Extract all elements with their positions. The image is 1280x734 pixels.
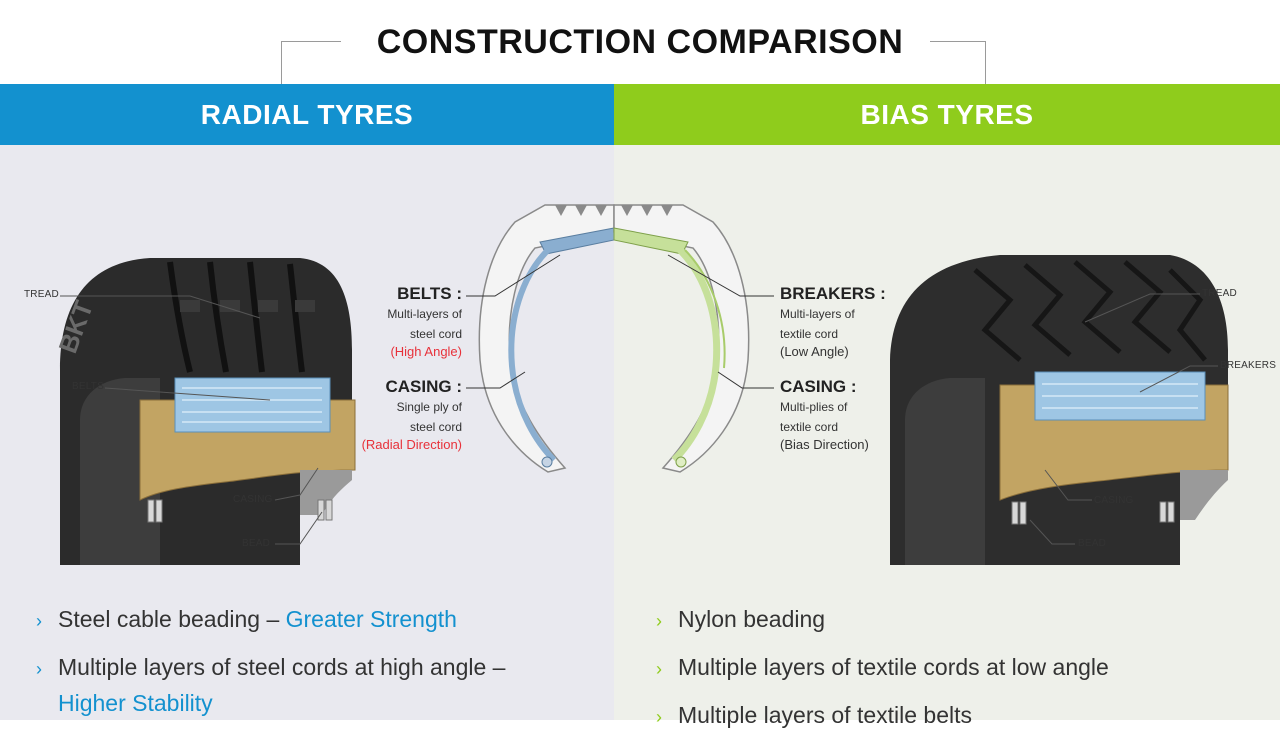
radial-bead-label: BEAD — [242, 538, 271, 549]
bias-casing-title: CASING : — [780, 377, 857, 396]
bias-bullet-3: › Multiple layers of textile belts — [656, 698, 1256, 734]
page-title: CONSTRUCTION COMPARISON — [0, 20, 1280, 64]
radial-bullet-2-highlight: Higher Stability — [58, 690, 213, 716]
radial-tread-label: TREAD — [24, 289, 59, 300]
bias-tread-label: TREAD — [1202, 288, 1237, 299]
radial-casing-direction: (Radial Direction) — [361, 437, 462, 452]
radial-tyre-image: BKT — [52, 258, 356, 565]
bias-heading: BIAS TYRES — [614, 84, 1280, 145]
radial-belts-line1: Multi-layers of — [387, 307, 462, 321]
radial-heading: RADIAL TYRES — [0, 84, 614, 145]
radial-bullet-1-highlight: Greater Strength — [285, 606, 457, 632]
title-bracket-right-horizontal — [930, 41, 986, 42]
bias-breakers-angle: (Low Angle) — [780, 344, 849, 359]
chevron-right-icon: › — [656, 611, 662, 631]
radial-belts-label: BELTS — [72, 381, 104, 392]
bias-bullet-2-text: Multiple layers of textile cords at low … — [678, 654, 1109, 680]
bias-bullet-list: › Nylon beading › Multiple layers of texti… — [656, 602, 1256, 734]
radial-casing-line2: steel cord — [409, 420, 462, 434]
title-bracket-left-horizontal — [281, 41, 341, 42]
bias-casing-line1: Multi-plies of — [780, 400, 848, 414]
chevron-right-icon: › — [656, 659, 662, 679]
radial-bullet-2-text: Multiple layers of steel cords at high a… — [58, 654, 506, 680]
bias-bead-label: BEAD — [1078, 538, 1107, 549]
tyre-illustrations: BKT — [52, 204, 1229, 565]
radial-belts-angle: (High Angle) — [390, 344, 462, 359]
bias-casing-label: CASING — [1094, 495, 1134, 506]
bias-cross-section — [613, 204, 774, 473]
radial-bullet-2-continuation: Higher Stability — [36, 686, 596, 720]
bias-casing-direction: (Bias Direction) — [780, 437, 869, 452]
bias-bullet-3-text: Multiple layers of textile belts — [678, 702, 973, 728]
bias-bullet-1: › Nylon beading — [656, 602, 1256, 638]
radial-cross-section — [466, 204, 615, 473]
title-bracket-right-vertical — [985, 41, 986, 84]
bias-breakers-description: BREAKERS : Multi-layers of textile cord … — [780, 284, 930, 359]
bias-breakers-label: BREAKERS — [1220, 360, 1277, 371]
radial-casing-description: CASING : Single ply of steel cord (Radia… — [330, 377, 462, 452]
radial-casing-label: CASING — [233, 494, 273, 505]
bias-casing-line2: textile cord — [780, 420, 839, 434]
title-bracket-left-vertical — [281, 41, 282, 84]
radial-casing-title: CASING : — [385, 377, 463, 396]
bias-breakers-title: BREAKERS : — [780, 284, 886, 303]
chevron-right-icon: › — [36, 611, 42, 631]
radial-bullet-2: › Multiple layers of steel cords at high … — [36, 650, 596, 686]
radial-casing-line1: Single ply of — [396, 400, 462, 414]
radial-bullet-list: ›Steel cable beading – Greater Strength … — [36, 602, 596, 720]
bias-casing-description: CASING : Multi-plies of textile cord (Bi… — [780, 377, 930, 452]
chevron-right-icon: › — [36, 659, 42, 679]
bias-breakers-line2: textile cord — [780, 327, 839, 341]
radial-bullet-1: › Steel cable beading – Greater Strength — [36, 602, 596, 638]
chevron-right-icon: › — [656, 707, 662, 727]
bias-bullet-1-text: Nylon beading — [678, 606, 826, 632]
radial-belts-line2: steel cord — [409, 327, 462, 341]
bias-bullet-2: › Multiple layers of textile cords at low… — [656, 650, 1256, 686]
bias-breakers-line1: Multi-layers of — [780, 307, 855, 321]
radial-belts-title: BELTS : — [397, 284, 462, 303]
radial-belts-description: BELTS : Multi-layers of steel cord (High… — [330, 284, 462, 359]
bias-tyre-image — [890, 255, 1229, 565]
radial-bullet-1-text: Steel cable beading – — [58, 606, 286, 632]
